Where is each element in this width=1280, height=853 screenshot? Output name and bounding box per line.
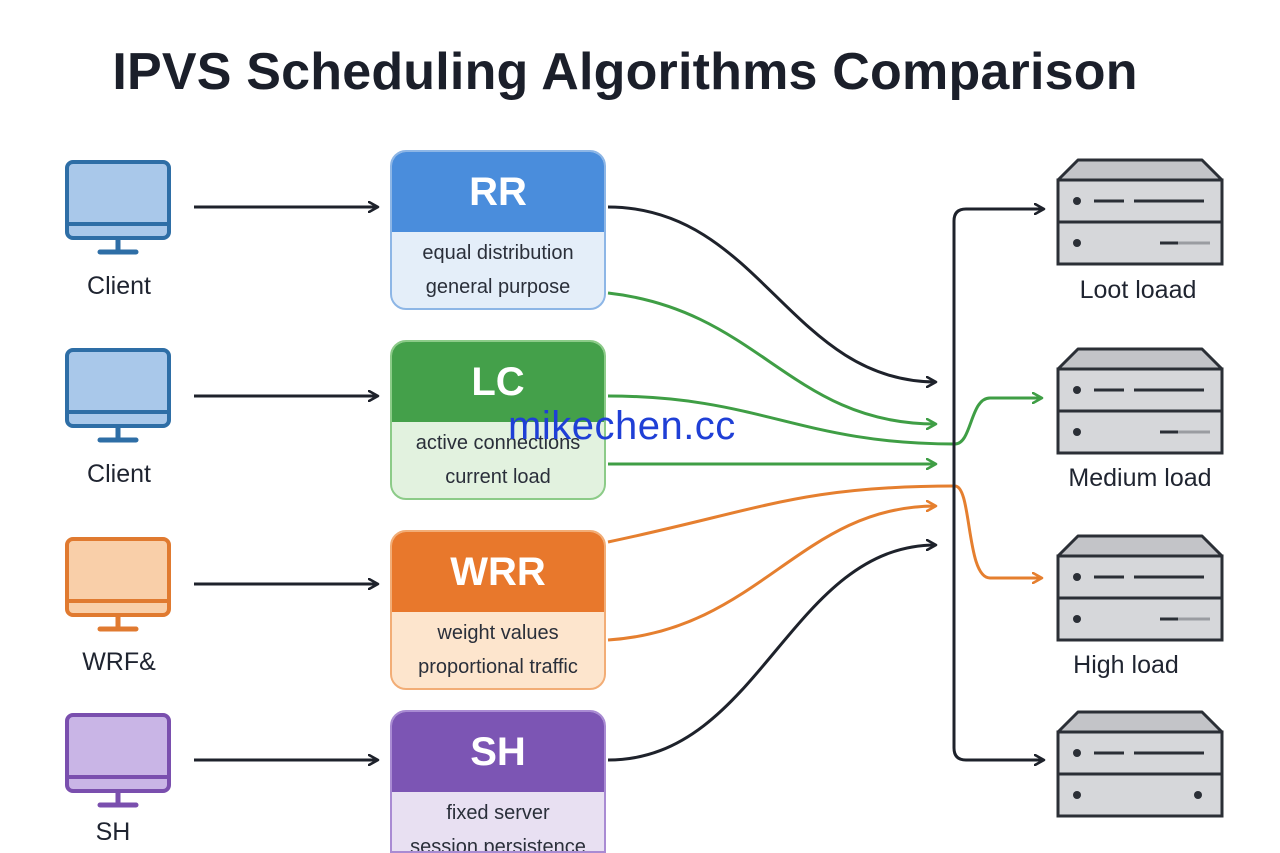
algo-desc-line2: current load — [445, 466, 551, 488]
algo-desc-line2: session persistence — [410, 836, 586, 853]
algo-title-wrr: WRR — [392, 532, 604, 612]
monitor-icon — [65, 348, 171, 443]
server-icon — [1056, 710, 1224, 818]
algo-desc-rr: equal distribution general purpose — [392, 232, 604, 308]
server-label-2: Medium load — [1068, 464, 1212, 492]
algo-desc-line2: proportional traffic — [418, 656, 578, 678]
watermark-text: mikechen.cc — [508, 404, 736, 448]
algo-box-lc: LC active connections current load — [390, 340, 606, 500]
algo-box-wrr: WRR weight values proportional traffic — [390, 530, 606, 690]
monitor-icon — [65, 713, 171, 808]
algo-desc-line1: weight values — [437, 622, 559, 644]
algo-desc-line1: fixed server — [446, 802, 550, 824]
server-icon — [1056, 347, 1224, 455]
rr-green-route — [607, 291, 936, 424]
lc-green-route-1 — [607, 396, 1042, 446]
server-label-3: High load — [1073, 651, 1179, 679]
algo-title-sh: SH — [392, 712, 604, 792]
server-icon — [1056, 158, 1224, 266]
diagram-title: IPVS Scheduling Algorithms Comparison — [112, 43, 1138, 101]
algo-desc-sh: fixed server session persistence — [392, 792, 604, 853]
algo-desc-line1: equal distribution — [422, 242, 574, 264]
server-label-1: Loot loaad — [1079, 276, 1197, 304]
algo-box-rr: RR equal distribution general purpose — [390, 150, 606, 310]
algo-desc-line2: general purpose — [425, 276, 571, 298]
algo-desc-wrr: weight values proportional traffic — [392, 612, 604, 688]
server-bus — [952, 207, 1042, 762]
algo-desc-line1: active connections — [415, 432, 581, 454]
wrr-orange-route-2 — [607, 506, 936, 642]
algo-title-rr: RR — [392, 152, 604, 232]
algo-box-sh: SH fixed server session persistence — [390, 710, 606, 853]
client-label-1: Client — [87, 272, 151, 300]
wrr-orange-route-1 — [607, 484, 1042, 578]
monitor-icon — [65, 160, 171, 255]
client-label-4: SH — [95, 818, 131, 846]
sh-dark-route — [607, 545, 936, 762]
client-label-3: WRF& — [82, 648, 156, 676]
algo-title-lc: LC — [392, 342, 604, 422]
server-icon — [1056, 534, 1224, 642]
monitor-icon — [65, 537, 171, 632]
client-label-2: Client — [87, 460, 151, 488]
algo-desc-lc: active connections current load — [392, 422, 604, 498]
rr-dark-route — [607, 205, 936, 382]
